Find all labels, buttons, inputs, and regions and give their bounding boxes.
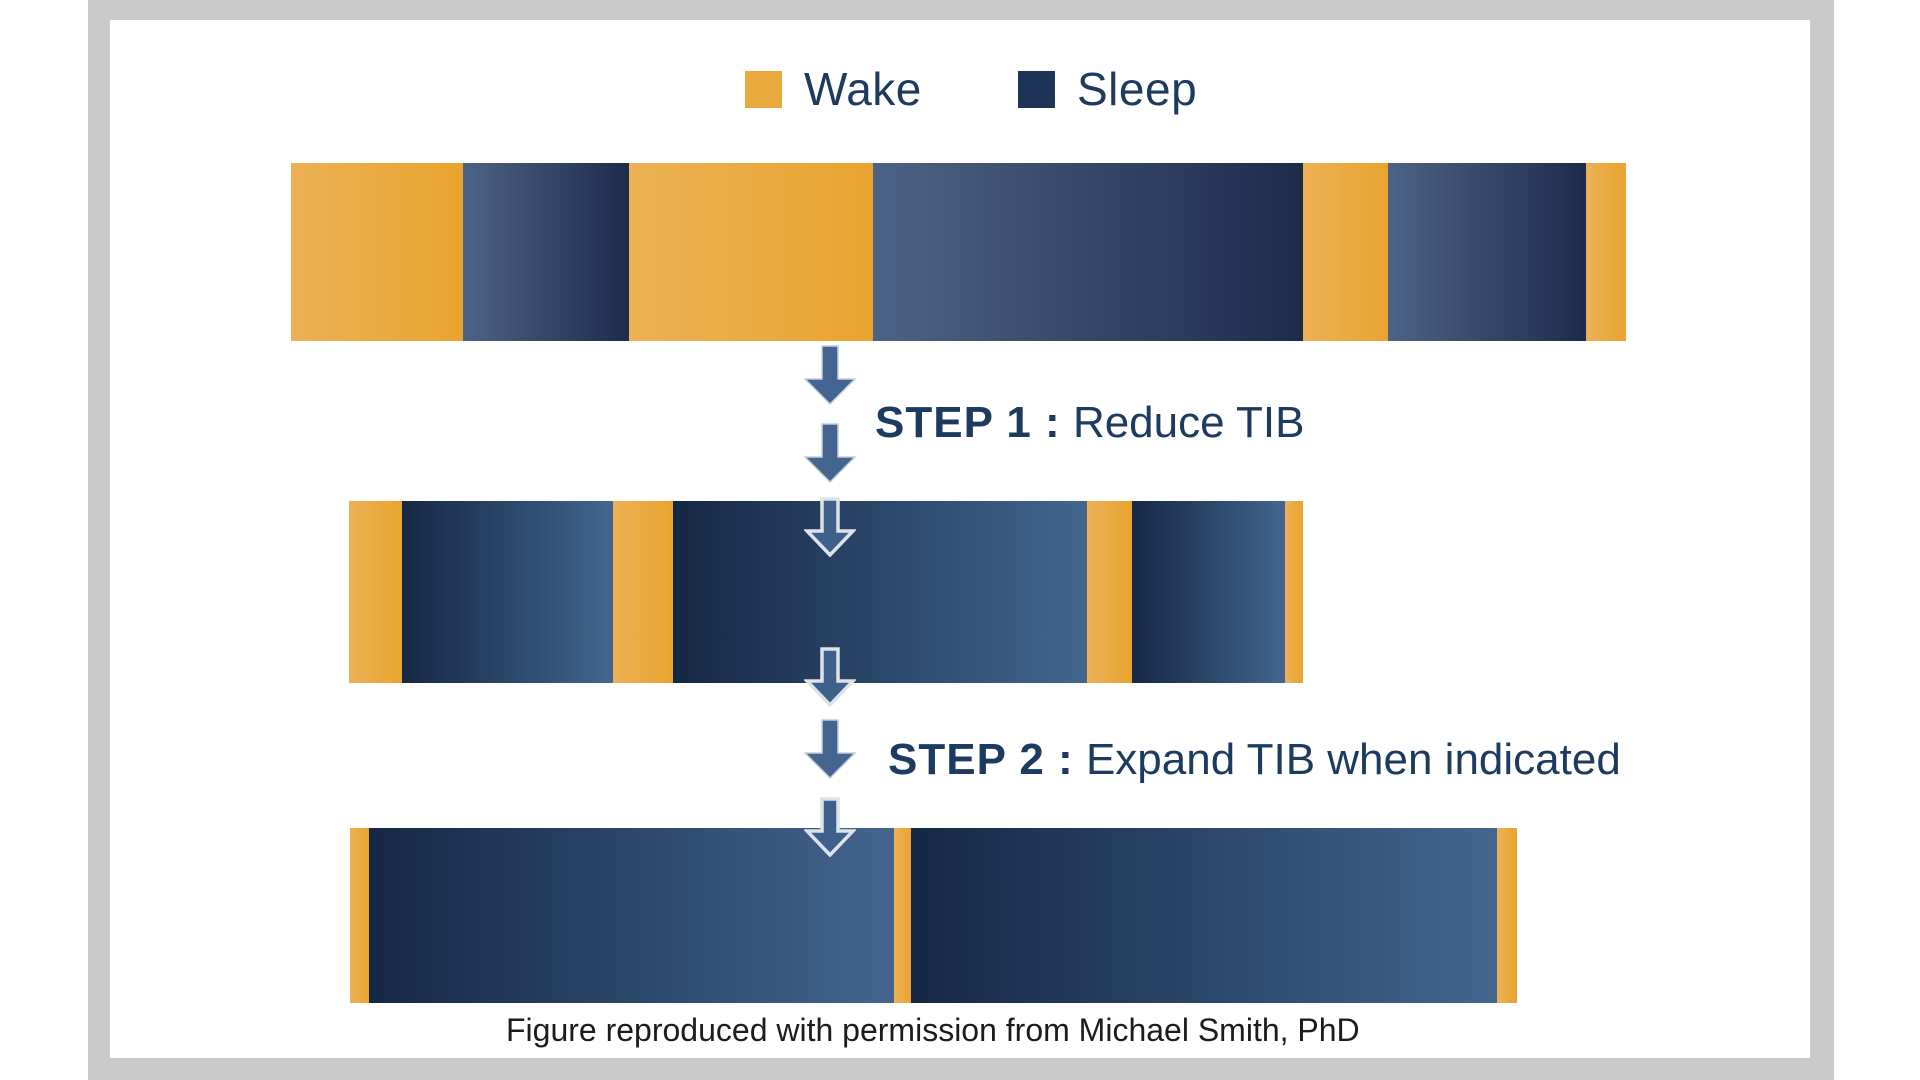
sleep-segment [1132, 501, 1285, 683]
wake-color-swatch [745, 70, 782, 108]
sleep-segment [368, 828, 894, 1003]
sleep-segment [873, 163, 1303, 341]
legend-label-sleep: Sleep [1077, 63, 1198, 115]
tib-bar-baseline [291, 163, 1626, 341]
wake-segment [628, 163, 874, 341]
wake-segment [613, 501, 674, 683]
sleep-color-swatch [1018, 70, 1055, 108]
step-1-label: STEP 1 : Reduce TIB [875, 401, 1304, 445]
wake-segment [350, 828, 369, 1003]
figure-caption: Figure reproduced with permission from M… [506, 1012, 1360, 1048]
wake-segment [349, 501, 403, 683]
legend-item-sleep: Sleep [1018, 62, 1197, 116]
sleep-segment [463, 163, 629, 341]
wake-segment [1302, 163, 1389, 341]
step-2-prefix: STEP 2 : [888, 735, 1074, 784]
wake-segment [893, 828, 912, 1003]
sleep-segment [402, 501, 614, 683]
legend-label-wake: Wake [804, 63, 922, 115]
down-arrow-solid-icon [804, 345, 856, 405]
down-arrow-outlined-icon [804, 797, 856, 857]
sleep-segment [673, 501, 1088, 683]
tib-bar-after-step-1 [349, 501, 1303, 683]
step-2-label: STEP 2 : Expand TIB when indicated [888, 738, 1621, 782]
wake-segment [1497, 828, 1517, 1003]
down-arrow-solid-icon [804, 719, 856, 779]
down-arrow-outlined-icon [804, 647, 856, 707]
wake-segment [291, 163, 464, 341]
step-1-text: Reduce TIB [1072, 398, 1305, 447]
step-2-text: Expand TIB when indicated [1085, 735, 1621, 784]
sleep-segment [1388, 163, 1586, 341]
down-arrow-solid-icon [804, 423, 856, 483]
tib-bar-after-step-2 [350, 828, 1517, 1003]
wake-segment [1087, 501, 1133, 683]
down-arrow-outlined-icon [804, 497, 856, 557]
wake-segment [1284, 501, 1303, 683]
step-1-prefix: STEP 1 : [875, 398, 1061, 447]
sleep-segment [911, 828, 1498, 1003]
wake-segment [1585, 163, 1626, 341]
legend-item-wake: Wake [745, 62, 922, 116]
